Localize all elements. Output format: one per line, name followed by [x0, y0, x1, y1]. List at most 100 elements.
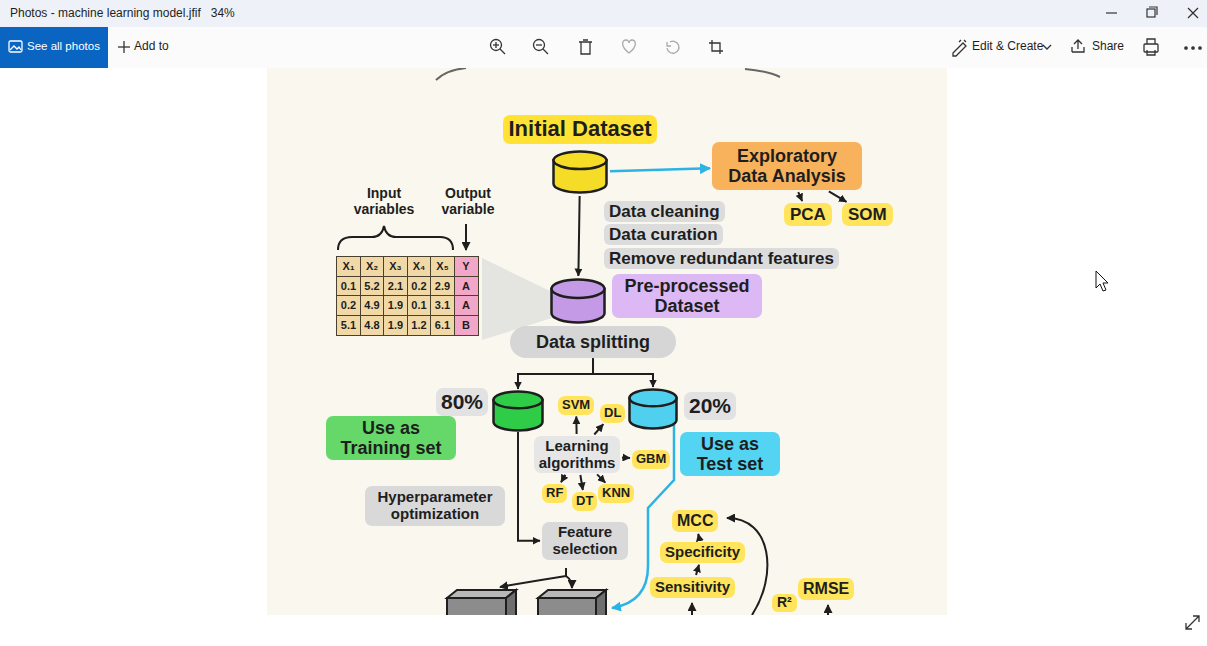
- node-text: Learning algorithms: [537, 438, 617, 471]
- table-cell: 6.1: [430, 315, 455, 336]
- flow-arrow: [578, 196, 579, 276]
- node-text: DL: [604, 406, 621, 421]
- flow-arrow: [597, 474, 605, 482]
- toolbar-icons: [1072, 40, 1084, 52]
- label-blob: SOM: [842, 203, 893, 226]
- node-text: Initial Dataset: [503, 115, 656, 144]
- toolbar-icons: [1147, 39, 1155, 55]
- flow-arrow: [798, 192, 802, 201]
- image-ground: [267, 68, 947, 615]
- toolbar-icons: [495, 42, 496, 48]
- flow-arrow: [829, 191, 847, 202]
- label-blob: Hyperparameter optimization: [365, 486, 505, 526]
- node-text: DT: [576, 494, 593, 509]
- cylinder-shape: [552, 150, 608, 194]
- table-cell: X₅: [430, 256, 455, 277]
- model-cube: [538, 598, 596, 615]
- flow-arrow: [518, 358, 593, 389]
- flow-arrow: [580, 475, 582, 490]
- toolbar-icons: [623, 40, 636, 53]
- flow-arrow: [561, 475, 565, 483]
- label-blob: DL: [600, 404, 625, 423]
- table-cell: B: [454, 315, 479, 336]
- node-text: Hyperparameter optimization: [371, 489, 499, 523]
- flow-arrow: [696, 565, 699, 575]
- window-chrome: [0, 27, 1207, 68]
- diagram-art: [745, 69, 780, 77]
- flow-arrow: [622, 456, 630, 459]
- title-row: Photos - machine learning model.jfif34%: [10, 7, 235, 20]
- node-text: Exploratory Data Analysis: [720, 146, 854, 186]
- table-cell: 2.9: [430, 276, 455, 297]
- node-text: GBM: [636, 452, 666, 467]
- label-blob: Specificity: [660, 542, 745, 563]
- node-text: Pre-processed Dataset: [612, 274, 762, 318]
- toolbar-icons: [667, 41, 679, 53]
- toolbar-label: Edit & Create: [972, 40, 1043, 53]
- metric-arrow: [691, 603, 693, 615]
- label-blob: RF: [542, 484, 567, 503]
- node-text: KNN: [602, 486, 630, 501]
- toolbar-label: See all photos: [27, 40, 100, 53]
- toolbar-icons: [1144, 44, 1158, 52]
- label-blob: Feature selection: [542, 522, 628, 560]
- cylinder-shape: [628, 388, 678, 430]
- window-controls: [1149, 7, 1157, 15]
- model-cube: [447, 590, 516, 615]
- toolbar-icons: [536, 44, 542, 45]
- table-cell: Y: [454, 256, 479, 277]
- node-text: RMSE: [803, 580, 849, 598]
- table-cell: 1.9: [383, 295, 408, 316]
- window-chrome: [0, 615, 1207, 646]
- image-ground: [267, 68, 947, 615]
- note-label: R²: [772, 594, 797, 612]
- diagram-art: [465, 224, 467, 250]
- dataset-cylinder: 20%Use as Test set: [628, 388, 678, 430]
- table-cell: X₂: [360, 256, 385, 277]
- window-title: Photos - machine learning model.jfif: [10, 7, 201, 20]
- label-blob: PCA: [784, 203, 832, 226]
- table-cell: 0.1: [336, 276, 361, 297]
- model-arrow: [500, 568, 566, 587]
- window-controls: [1106, 12, 1117, 13]
- flow-arrow: [594, 424, 603, 434]
- cylinder-top: [554, 152, 607, 170]
- cylinder-shape: [550, 278, 606, 324]
- node-text: 80%: [436, 388, 488, 416]
- dataset-cylinder: Use as Training set80%: [492, 390, 544, 432]
- toolbar-icons: [491, 40, 502, 51]
- table-cell: 4.9: [360, 295, 385, 316]
- mouse-cursor: [1096, 271, 1108, 291]
- model-cube: [506, 590, 516, 615]
- table-cell: 0.2: [407, 276, 432, 297]
- toolbar-icons: [579, 40, 592, 54]
- model-arrow: [566, 576, 572, 588]
- window-controls: [1147, 9, 1155, 17]
- toolbar-icons: [534, 40, 545, 51]
- expand-icon: [1186, 616, 1199, 629]
- dataset-cylinder: Pre-processed Dataset: [550, 278, 606, 324]
- label-blob: RMSE: [798, 578, 854, 600]
- note-label: Remove redundant features: [604, 248, 839, 269]
- cylinder-top: [552, 280, 605, 298]
- model-cube: [447, 598, 506, 615]
- variable-label: Input variables: [344, 186, 424, 217]
- toolbar-label: Add to: [134, 40, 169, 53]
- toolbar-icons: [9, 41, 22, 52]
- toolbar-icons: [1199, 47, 1201, 49]
- node-text: Use as Test set: [680, 432, 780, 476]
- table-cell: 1.2: [407, 315, 432, 336]
- flow-arrow: [575, 417, 577, 434]
- model-cube: [538, 590, 606, 598]
- note-label: Data cleaning: [604, 201, 725, 222]
- label-blob: Learning algorithms: [534, 436, 620, 473]
- table-cell: 1.9: [383, 315, 408, 336]
- window-controls: [1106, 7, 1198, 18]
- table-cell: 5.1: [336, 315, 361, 336]
- node-text: Specificity: [665, 544, 740, 561]
- cylinder-top: [494, 392, 543, 409]
- mouse-cursor: [1096, 271, 1108, 291]
- dataset-cylinder: Initial Dataset: [552, 150, 608, 194]
